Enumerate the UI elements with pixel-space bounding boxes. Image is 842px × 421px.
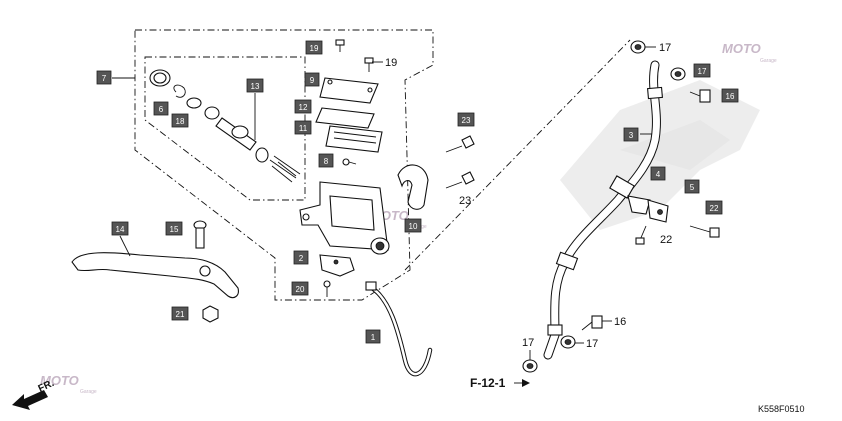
pivot-bolt <box>193 220 207 249</box>
label-10: 10 <box>404 218 422 233</box>
label-6: 6 <box>153 101 169 116</box>
piston-seal-ring <box>186 97 202 109</box>
svg-text:16: 16 <box>726 92 735 101</box>
piston-assembly <box>204 106 301 183</box>
svg-text:Garage: Garage <box>760 58 777 64</box>
switch-wire <box>365 281 433 377</box>
diaphragm <box>325 125 383 153</box>
label-15: 15 <box>165 221 183 236</box>
watermark-bottom-left: MOTO Garage <box>40 373 97 395</box>
dust-boot <box>149 69 171 87</box>
plain-label-17-top: 17 <box>659 42 671 54</box>
label-17: 17 <box>693 63 711 78</box>
brake-switch <box>319 254 355 277</box>
svg-text:12: 12 <box>299 103 308 112</box>
svg-text:15: 15 <box>170 225 179 234</box>
svg-text:20: 20 <box>296 285 305 294</box>
svg-text:2: 2 <box>299 254 304 263</box>
plain-label-19: 19 <box>385 57 397 69</box>
front-direction-arrow: FR. <box>12 378 56 410</box>
svg-text:3: 3 <box>629 131 634 140</box>
svg-text:5: 5 <box>690 183 695 192</box>
svg-text:8: 8 <box>324 157 329 166</box>
master-cylinder-body <box>299 181 390 255</box>
label-7: 7 <box>96 70 112 85</box>
label-5: 5 <box>684 179 700 194</box>
reference-callout: F-12-1 <box>470 376 530 390</box>
sealing-washer-bottom-left <box>522 359 538 373</box>
plain-label-17-right: 17 <box>586 338 598 350</box>
diagram-code: K558F0510 <box>758 404 805 414</box>
svg-text:7: 7 <box>102 74 107 83</box>
screw-19b <box>364 57 374 72</box>
label-16: 16 <box>721 88 739 103</box>
master-cylinder-kit-boundary <box>144 56 306 201</box>
reservoir-cap <box>319 77 379 104</box>
svg-text:MOTO: MOTO <box>722 41 761 56</box>
svg-text:17: 17 <box>698 67 707 76</box>
label-3: 3 <box>623 127 639 142</box>
label-13: 13 <box>246 78 264 93</box>
svg-text:21: 21 <box>176 310 185 319</box>
svg-text:6: 6 <box>159 105 164 114</box>
hose-link-line <box>404 39 631 271</box>
label-19: 19 <box>305 40 323 55</box>
holder-bolt-upper <box>445 135 475 153</box>
label-8: 8 <box>318 153 334 168</box>
svg-text:Garage: Garage <box>80 389 97 395</box>
label-9: 9 <box>304 72 320 87</box>
label-21: 21 <box>171 306 189 321</box>
label-2: 2 <box>293 250 309 265</box>
svg-text:1: 1 <box>371 333 376 342</box>
plain-label-16: 16 <box>614 316 626 328</box>
svg-text:MOTO: MOTO <box>40 373 79 388</box>
screw-8 <box>342 158 357 166</box>
screw-19 <box>335 39 345 52</box>
svg-text:4: 4 <box>656 170 661 179</box>
brake-hose <box>543 60 664 360</box>
label-14: 14 <box>111 221 129 236</box>
assembly-boundary <box>134 29 434 301</box>
leader-14 <box>119 235 131 257</box>
label-20: 20 <box>291 281 309 296</box>
svg-text:18: 18 <box>176 117 185 126</box>
svg-text:22: 22 <box>710 204 719 213</box>
plain-label-22: 22 <box>660 234 672 246</box>
label-18: 18 <box>171 113 189 128</box>
svg-text:14: 14 <box>116 225 125 234</box>
sealing-washer-top <box>630 40 646 54</box>
svg-text:9: 9 <box>310 76 315 85</box>
switch-screw <box>323 280 331 297</box>
sealing-washer-bottom-right <box>560 335 576 349</box>
label-1: 1 <box>365 329 381 344</box>
svg-text:13: 13 <box>251 82 260 91</box>
label-4: 4 <box>650 166 666 181</box>
plain-label-23: 23 <box>459 195 471 207</box>
label-22: 22 <box>705 200 723 215</box>
svg-text:10: 10 <box>409 222 418 231</box>
watermark-top-right: MOTO Garage <box>722 41 777 64</box>
brake-lever <box>71 252 239 299</box>
diaphragm-plate <box>315 107 375 129</box>
holder-clamp <box>397 164 429 210</box>
guide-bolt-right <box>689 225 720 238</box>
label-12: 12 <box>294 99 312 114</box>
oil-bolt-bottom <box>581 315 603 331</box>
sealing-washer-mid <box>670 67 686 81</box>
svg-text:11: 11 <box>299 124 308 133</box>
pivot-nut <box>202 305 219 323</box>
hose-guide <box>647 199 669 223</box>
label-11: 11 <box>294 120 312 135</box>
svg-text:F-12-1: F-12-1 <box>470 376 506 390</box>
oil-bolt-top <box>689 89 711 103</box>
guide-bolt-left <box>635 225 647 245</box>
holder-bolt-lower <box>445 171 475 189</box>
svg-text:19: 19 <box>310 44 319 53</box>
circlip <box>173 84 186 98</box>
label-23: 23 <box>457 112 475 127</box>
plain-label-17-left: 17 <box>522 337 534 349</box>
hose-clamp <box>627 195 651 215</box>
svg-text:23: 23 <box>462 116 471 125</box>
